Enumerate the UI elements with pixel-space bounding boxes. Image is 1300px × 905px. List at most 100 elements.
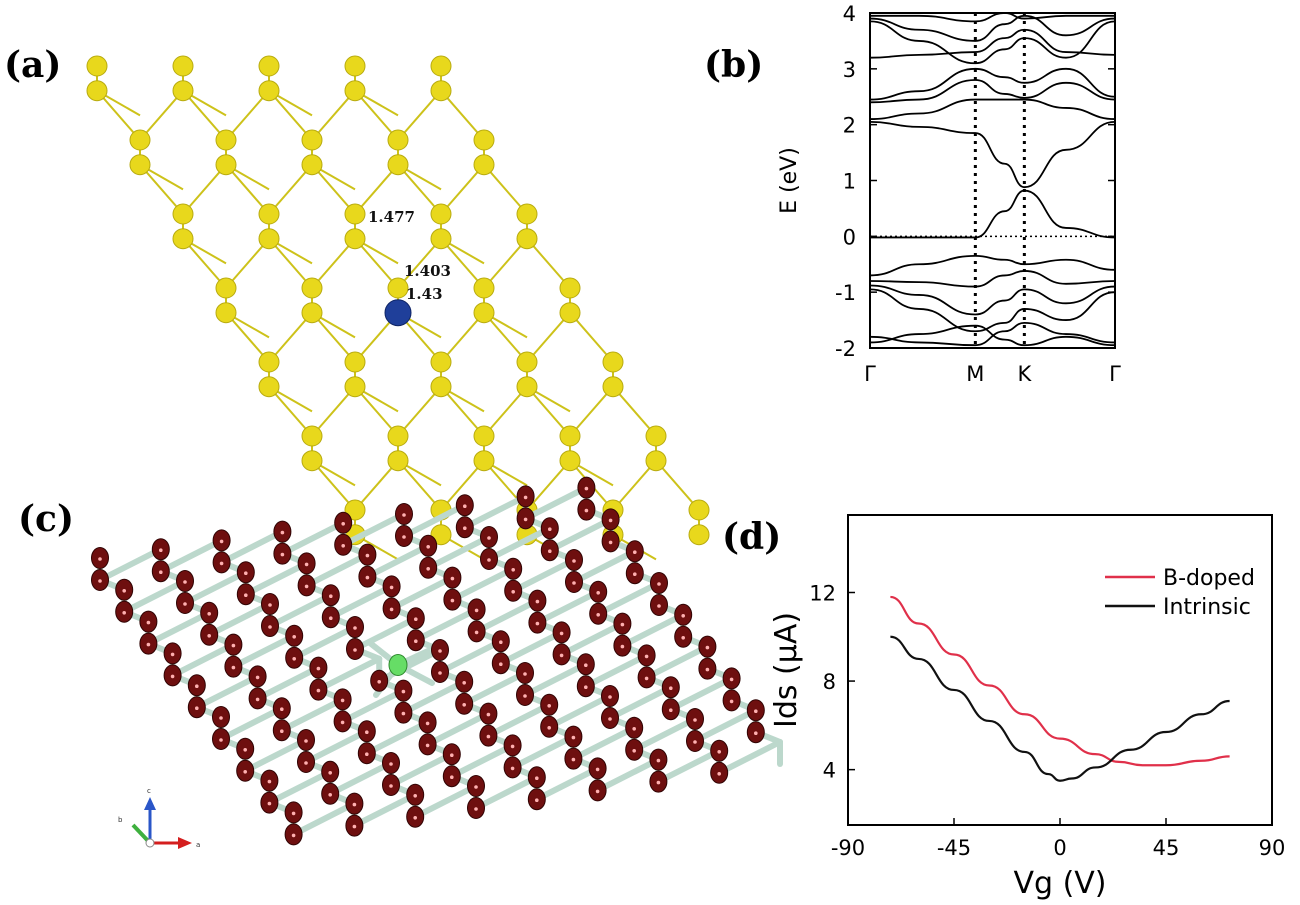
carbon-atom (688, 524, 710, 546)
atom-highlight (341, 544, 346, 548)
carbon-atom (344, 499, 366, 521)
atom-highlight (644, 676, 649, 681)
y-tick-label: 1 (843, 170, 856, 194)
atom-highlight (329, 594, 333, 598)
carbon-atom (301, 425, 323, 447)
carbon-atom (473, 425, 495, 447)
atom-highlight (693, 718, 697, 722)
bond (594, 756, 662, 794)
carbon-atom (172, 228, 194, 250)
carbon-atom (301, 277, 323, 299)
atom-highlight (426, 545, 431, 549)
carbon-atom (430, 80, 452, 102)
atom-highlight (572, 581, 576, 585)
atom-highlight (244, 571, 248, 575)
bond (96, 90, 141, 141)
plot-frame-b (869, 12, 1116, 349)
atom-highlight (474, 807, 478, 811)
bond (225, 312, 270, 363)
y-tick-label: -1 (835, 281, 856, 305)
panel-d-letter: (d) (722, 516, 781, 558)
atom-highlight (511, 590, 515, 594)
atom-highlight (584, 663, 588, 667)
atom-highlight (608, 540, 613, 545)
atom-highlight (280, 530, 285, 535)
atom-highlight (656, 758, 661, 763)
bond (526, 238, 571, 289)
band-line (869, 324, 1116, 347)
carbon-atom (215, 302, 237, 324)
carbon-atom (129, 154, 151, 176)
atom-highlight (729, 699, 734, 704)
atom-highlight (632, 727, 636, 731)
bond (268, 312, 313, 363)
band-line (870, 189, 1116, 239)
atom-highlight (450, 576, 455, 581)
atom-highlight (170, 652, 175, 657)
atom-highlight (596, 613, 600, 617)
y-tick-label: 8 (823, 670, 836, 694)
axis-triad: c b a (118, 787, 200, 849)
carbon-atom (430, 376, 452, 398)
bond (266, 768, 334, 806)
bond (440, 386, 485, 437)
bond (311, 312, 356, 363)
atom-highlight (402, 535, 406, 539)
bond (449, 565, 517, 603)
bond (354, 90, 399, 141)
x-tick-label: -45 (937, 836, 971, 860)
atom-highlight (681, 636, 685, 640)
atom-highlight (122, 611, 126, 615)
carbon-atom (129, 129, 151, 151)
bond (225, 238, 270, 289)
atom-highlight (608, 695, 612, 699)
atom-highlight (329, 616, 333, 620)
carbon-atom (172, 203, 194, 225)
atom-highlight (571, 757, 576, 762)
bond (526, 312, 571, 363)
atom-highlight (584, 486, 589, 491)
atom-highlight (304, 761, 308, 765)
band-line (869, 79, 1116, 104)
bond (425, 534, 492, 571)
bond (485, 701, 553, 739)
atom-highlight (413, 794, 418, 798)
atom-highlight (486, 734, 491, 739)
atom-highlight (511, 568, 515, 572)
panel-a-letter: (a) (4, 44, 61, 86)
carbon-atom (387, 425, 409, 447)
atom-highlight (195, 684, 199, 688)
bond (182, 90, 227, 141)
bond (692, 707, 759, 744)
bond (182, 238, 227, 289)
atom-highlight (159, 548, 163, 552)
atom-highlight (231, 643, 236, 648)
bond (483, 164, 528, 215)
bond (354, 238, 399, 289)
atom-highlight (425, 721, 430, 726)
axis-a-head (178, 837, 192, 849)
y-tick-label: -2 (835, 337, 856, 361)
series-line-0 (890, 595, 1230, 767)
series-line-1 (890, 635, 1230, 782)
atom-highlight (705, 667, 710, 672)
atom-highlight (620, 644, 625, 649)
atom-highlight (657, 582, 661, 586)
atom-highlight (450, 753, 454, 757)
bond (526, 386, 571, 437)
bond (193, 673, 261, 711)
atom-highlight (365, 752, 369, 756)
y-tick-label: 0 (843, 225, 856, 249)
bond (546, 693, 613, 730)
carbon-atom (559, 450, 581, 472)
y-tick-label: 4 (823, 759, 836, 783)
atom-highlight (729, 677, 734, 682)
carbon-atom (301, 129, 323, 151)
atom-highlight (499, 640, 503, 644)
atom-highlight (267, 801, 272, 806)
bond (461, 493, 529, 531)
atom-highlight (304, 562, 309, 567)
bond (303, 551, 371, 589)
